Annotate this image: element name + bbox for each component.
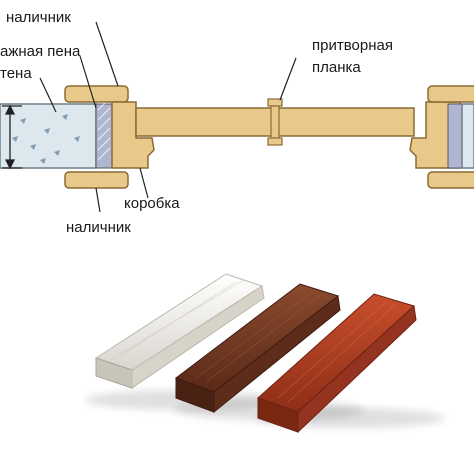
label-door-box: коробка xyxy=(124,195,180,212)
door-frame-cross-section xyxy=(0,21,474,213)
casing-bottom-right xyxy=(427,171,474,189)
profile-white xyxy=(94,273,265,389)
mounting-foam-right xyxy=(447,103,463,169)
astragal-strip xyxy=(267,98,283,146)
casing-top-right xyxy=(427,85,474,103)
label-astragal-line2: планка xyxy=(312,59,361,76)
casing-bottom-left xyxy=(64,171,129,189)
label-casing-top: наличник xyxy=(6,9,71,26)
label-wall: тена xyxy=(0,65,32,82)
casing-profile-samples xyxy=(85,273,445,434)
profile-brown xyxy=(174,283,341,414)
casing-top-left xyxy=(64,85,129,103)
leader-lines xyxy=(39,21,297,213)
wall-right xyxy=(461,103,474,169)
label-astragal-line1: притворная xyxy=(312,37,393,54)
dimension-marker xyxy=(2,104,22,170)
profile-red xyxy=(257,293,417,434)
wall-left xyxy=(0,103,97,169)
label-mounting-foam: ажная пена xyxy=(0,43,81,60)
label-casing-bottom: наличник xyxy=(66,219,131,236)
